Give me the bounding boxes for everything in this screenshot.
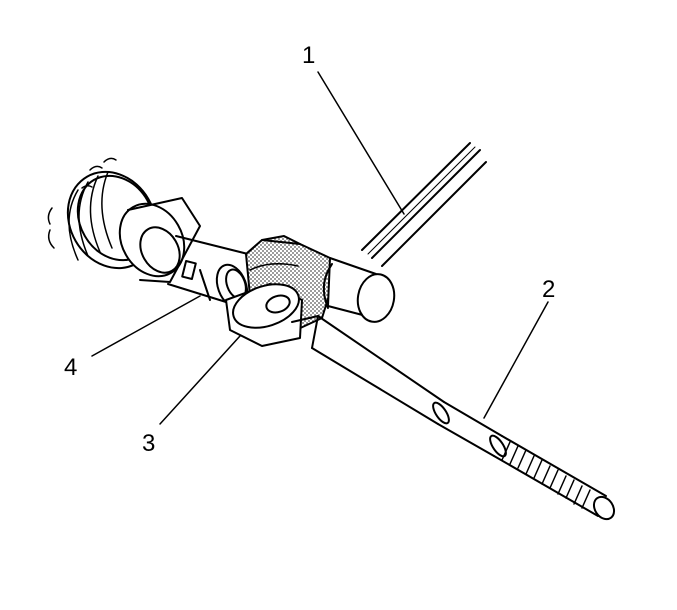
leader-lines [91,71,549,425]
tool-handle [361,142,487,267]
leader-4 [91,295,201,357]
drive-housing [47,157,201,283]
callout-2: 2 [542,276,556,303]
callout-3: 3 [142,430,156,457]
leader-3 [159,335,241,425]
callout-4: 4 [64,354,78,381]
input-shaft [167,235,249,303]
leader-2 [483,301,549,419]
threaded-tip [493,435,616,521]
pivot-cylinder [322,257,396,323]
coupler-nut [225,283,303,347]
callout-1: 1 [302,42,316,69]
tool-rod [291,315,507,458]
leader-1 [317,71,405,215]
